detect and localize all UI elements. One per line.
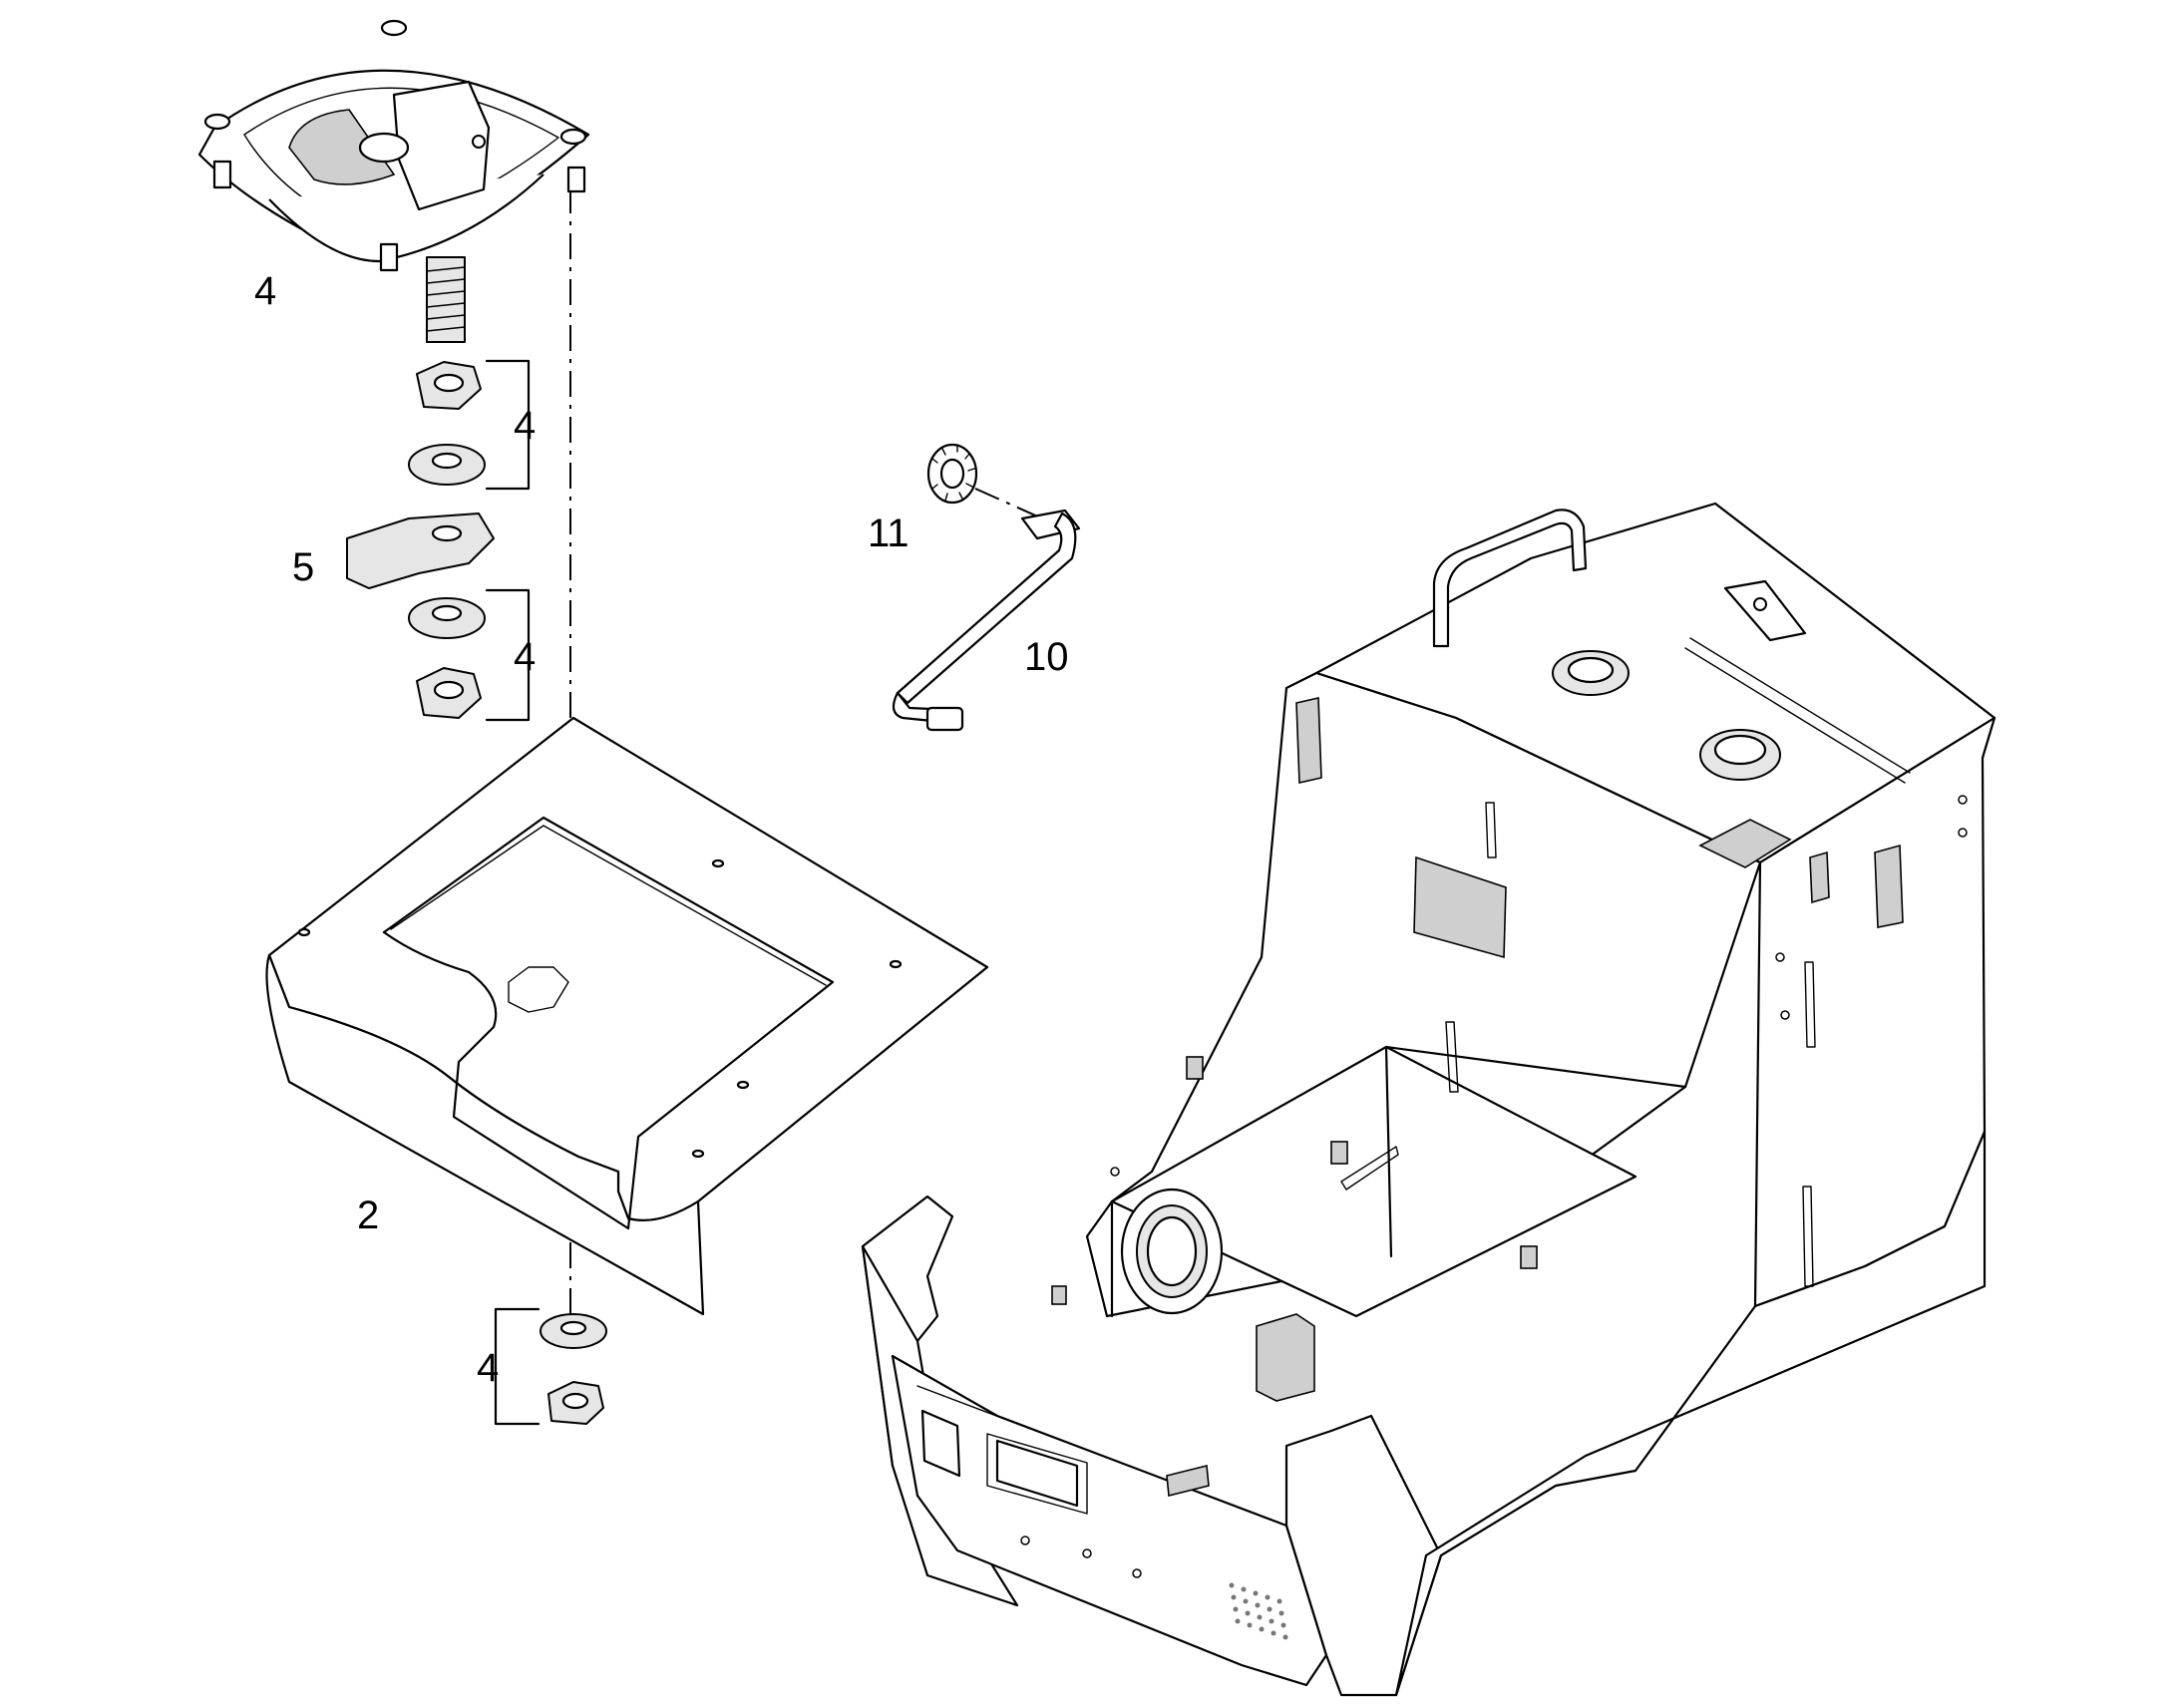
lock-washer [926,443,978,505]
cover-panel [265,716,989,1316]
callout-nut-washer-upper: 4 [514,404,536,448]
callout-lock-washer: 11 [868,512,909,555]
bracket-upper [485,359,531,491]
callout-crank-handle: 10 [1024,635,1069,679]
callout-cover-panel: 2 [357,1194,379,1237]
nut-bottom [547,1381,604,1425]
bracket-lower [485,588,531,722]
callout-nut-washer-lower: 4 [514,635,536,679]
latch-assembly [197,19,590,343]
lock-washer-axis [974,488,1043,519]
nut-lower [416,667,482,719]
crank-handle [892,509,1081,732]
callout-cam: 5 [292,545,314,589]
bracket-bottom [494,1307,541,1426]
vent-holes [1229,1582,1288,1640]
nut-upper [416,361,482,410]
callout-washer-nut-bottom: 4 [477,1346,499,1390]
chassis-frame [861,502,1997,1697]
washer-upper [408,444,486,486]
latch-cam [346,512,495,589]
callout-latch-top: 4 [254,269,276,313]
washer-bottom [540,1313,607,1349]
washer-lower [408,597,486,639]
